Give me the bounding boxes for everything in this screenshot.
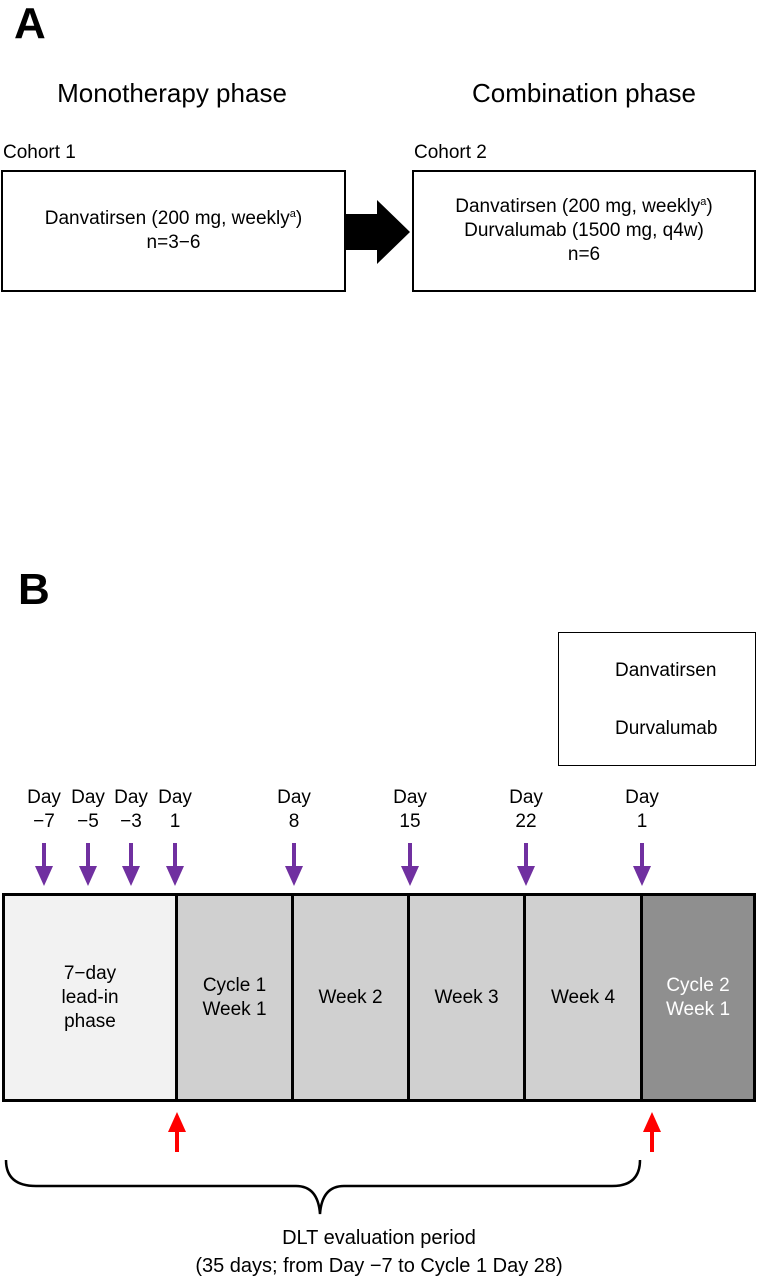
cohort-2-label: Cohort 2 bbox=[414, 142, 487, 163]
cohort-1-regimen: Danvatirsen (200 mg, weeklya) bbox=[44, 208, 303, 229]
cohort-2-danvatirsen: Danvatirsen (200 mg, weeklya) bbox=[455, 196, 713, 217]
treatment-timeline: 7−day lead-in phase Cycle 1 Week 1 Week … bbox=[2, 893, 756, 1102]
dlt-period-caption: DLT evaluation period (35 days; from Day… bbox=[195, 1227, 563, 1277]
cohort-2-durvalumab: Durvalumab (1500 mg, q4w) bbox=[464, 220, 704, 241]
cycle-2-week-1-segment: Cycle 2 Week 1 bbox=[643, 896, 753, 1099]
durvalumab-dose-arrow-icon bbox=[168, 1112, 186, 1152]
phase-transition-arrow-icon bbox=[345, 200, 410, 264]
dlt-period-brace bbox=[4, 1159, 642, 1215]
danvatirsen-dose-arrow-icon bbox=[633, 843, 651, 886]
danvatirsen-dose-arrow-icon bbox=[285, 843, 303, 886]
danvatirsen-dose-arrow-icon bbox=[122, 843, 140, 886]
danvatirsen-dose-arrow-icon bbox=[79, 843, 97, 886]
week-2-segment: Week 2 bbox=[294, 896, 410, 1099]
cohort-2-n: n=6 bbox=[567, 244, 601, 265]
durvalumab-dose-arrow-icon bbox=[643, 1112, 661, 1152]
combination-phase-title: Combination phase bbox=[471, 78, 697, 108]
danvatirsen-dose-arrow-icon bbox=[517, 843, 535, 886]
monotherapy-phase-title: Monotherapy phase bbox=[57, 78, 287, 108]
day-label: Day−5 bbox=[71, 787, 105, 832]
day-label: Day−7 bbox=[27, 787, 61, 832]
danvatirsen-dose-arrow-icon bbox=[401, 843, 419, 886]
legend-danvatirsen-label: Danvatirsen bbox=[615, 660, 717, 681]
cycle-1-week-1-segment: Cycle 1 Week 1 bbox=[178, 896, 294, 1099]
danvatirsen-dose-arrow-icon bbox=[35, 843, 53, 886]
lead-in-phase-segment: 7−day lead-in phase bbox=[5, 896, 178, 1099]
legend bbox=[558, 632, 756, 766]
danvatirsen-dose-arrow-icon bbox=[166, 843, 184, 886]
day-label: Day−3 bbox=[114, 787, 148, 832]
week-3-segment: Week 3 bbox=[410, 896, 526, 1099]
cohort-1-n: n=3−6 bbox=[146, 232, 201, 253]
legend-durvalumab-label: Durvalumab bbox=[615, 718, 718, 739]
cohort-1-label: Cohort 1 bbox=[3, 142, 76, 163]
cohort-2-box: Danvatirsen (200 mg, weeklya) Durvalumab… bbox=[412, 170, 756, 292]
cohort-1-box: Danvatirsen (200 mg, weeklya) n=3−6 bbox=[1, 170, 346, 292]
panel-b-letter: B bbox=[18, 565, 50, 614]
week-4-segment: Week 4 bbox=[526, 896, 643, 1099]
panel-a-letter: A bbox=[14, 0, 46, 48]
